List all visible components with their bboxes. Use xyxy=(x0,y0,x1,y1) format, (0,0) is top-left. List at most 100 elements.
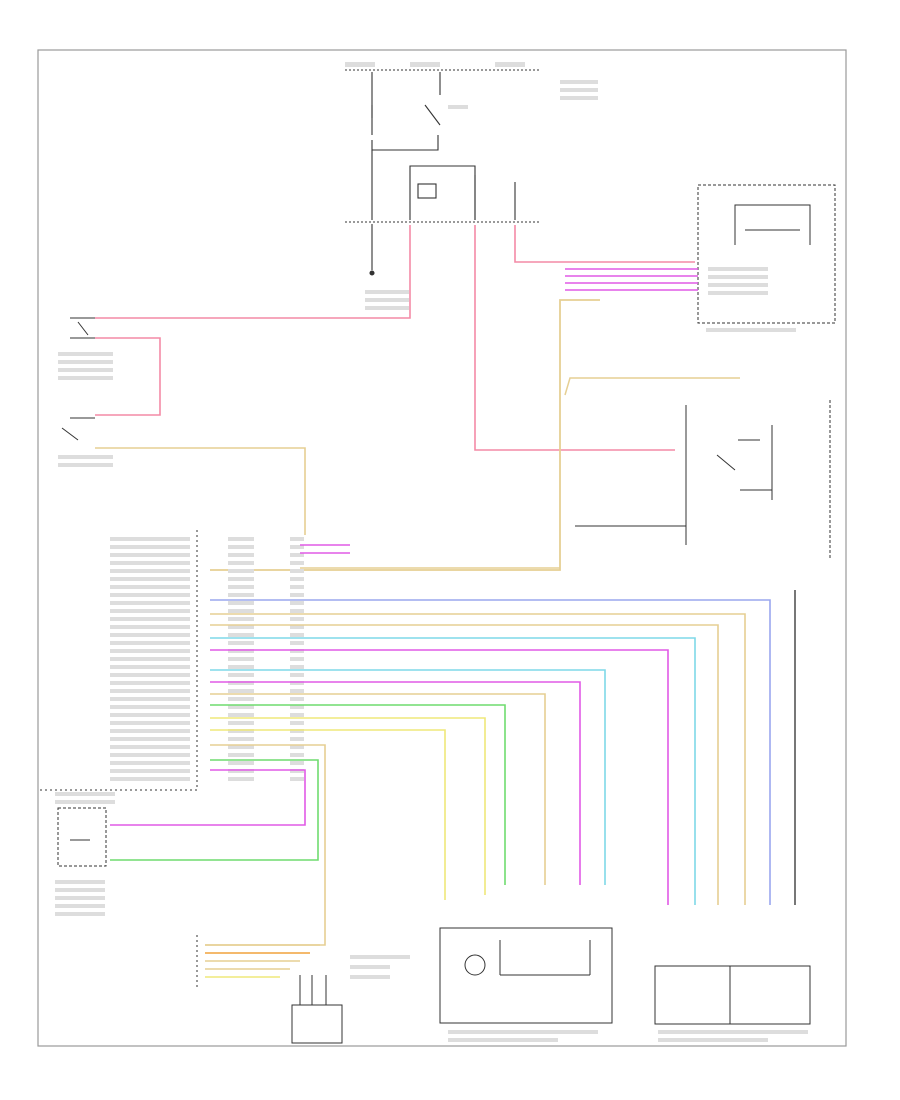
ebcm-box xyxy=(196,935,343,1044)
tan-wire-long xyxy=(210,299,600,571)
ecm-pin-label xyxy=(110,761,190,765)
ecm-circuit-label xyxy=(290,649,304,653)
ecm-circuit-label xyxy=(290,697,304,701)
accelerator-pedal-sensor xyxy=(654,965,811,1025)
ecm-wire-color-label xyxy=(228,737,254,741)
ecm-wire-color-label xyxy=(228,585,254,589)
throttle-assembly xyxy=(439,927,613,1024)
ecm-pin-label xyxy=(110,769,190,773)
ecm-pin-label xyxy=(110,737,190,741)
ecm-wire-color-label xyxy=(228,617,254,621)
ecm-pin-label xyxy=(110,697,190,701)
ecm-circuit-label xyxy=(290,593,304,597)
ecm-wire-color-label xyxy=(228,761,254,765)
tan-wire-clutch xyxy=(95,447,306,535)
ecm-pin-label xyxy=(110,689,190,693)
ecm-circuit-label xyxy=(290,665,304,669)
diagram-frame xyxy=(37,49,847,1047)
ecm-pin-label xyxy=(110,545,190,549)
ecm-circuit-label xyxy=(290,777,304,781)
ecm-pin-label xyxy=(110,777,190,781)
cluster-wires xyxy=(565,268,698,291)
ecm-wire-color-label xyxy=(228,601,254,605)
ecm-circuit-label xyxy=(290,713,304,717)
ecm-wire-color-label xyxy=(228,649,254,653)
ecm-wire-color-label xyxy=(228,689,254,693)
instrument-cluster xyxy=(697,184,836,324)
ecm-pin-label xyxy=(110,633,190,637)
ecm-wire-color-label xyxy=(228,745,254,749)
vehicle-speed-sensor xyxy=(57,807,107,867)
ecm-circuit-label xyxy=(290,761,304,765)
ecm-pin-label xyxy=(110,569,190,573)
ecm-wire-color-label xyxy=(228,769,254,773)
ecm-circuit-label xyxy=(290,601,304,605)
ecm-circuit-label xyxy=(290,673,304,677)
cruise-switch xyxy=(575,400,831,560)
ecm-pin-label xyxy=(110,593,190,597)
ecm-pin-label xyxy=(110,561,190,565)
fuse-block-top xyxy=(345,69,540,276)
cluster-labels xyxy=(706,267,796,332)
left-labels xyxy=(58,352,113,467)
ecm-pin-label xyxy=(110,585,190,589)
ecm-circuit-label xyxy=(290,553,304,557)
ecm-wire-color-label xyxy=(228,777,254,781)
ecm-wire-color-label xyxy=(228,721,254,725)
ecm-circuit-label xyxy=(290,545,304,549)
ecm-pin-label xyxy=(110,625,190,629)
ecm-circuit-label xyxy=(290,769,304,773)
ecm-pin-label xyxy=(110,681,190,685)
ecm-wire-color-label xyxy=(228,593,254,597)
ecm-circuit-label xyxy=(290,625,304,629)
ecm-pin-label xyxy=(110,553,190,557)
ecm-circuit-label xyxy=(290,729,304,733)
ecm-wire-color-label xyxy=(228,537,254,541)
ecm-circuit-label xyxy=(290,737,304,741)
ecm-wire-color-label xyxy=(228,625,254,629)
ecm-wire-color-label xyxy=(228,641,254,645)
ecm-wire-color-label xyxy=(228,729,254,733)
vss-labels xyxy=(55,792,115,916)
ecm-connector xyxy=(40,530,198,791)
ecm-pin-label xyxy=(110,609,190,613)
ecm-circuit-label xyxy=(290,745,304,749)
ecm-wire-color-label xyxy=(228,569,254,573)
ecm-circuit-label xyxy=(290,609,304,613)
ecm-pin-label xyxy=(110,673,190,677)
ecm-pin-label xyxy=(110,617,190,621)
pink-wires xyxy=(95,225,695,451)
ebcm-wires xyxy=(205,944,320,978)
ecm-wire-color-label xyxy=(228,681,254,685)
ecm-pin-label xyxy=(110,745,190,749)
top-small-labels xyxy=(345,62,598,310)
ecm-circuit-label xyxy=(290,633,304,637)
ecm-circuit-label xyxy=(290,753,304,757)
ecm-pin-label xyxy=(110,601,190,605)
ecm-wire-color-label xyxy=(228,713,254,717)
ecm-pin-label xyxy=(110,713,190,717)
ecm-wire-color-label xyxy=(228,609,254,613)
ecm-pin-label xyxy=(110,705,190,709)
ecm-pin-label xyxy=(110,577,190,581)
ecm-pin-label xyxy=(110,537,190,541)
ecm-circuit-label xyxy=(290,537,304,541)
ecm-pin-label xyxy=(110,649,190,653)
ecm-wire-color-label xyxy=(228,657,254,661)
ecm-pin-label xyxy=(110,729,190,733)
ecm-wire-color-label xyxy=(228,553,254,557)
ecm-circuit-label xyxy=(290,705,304,709)
ecm-pin-labels xyxy=(110,537,304,781)
tan-wire-speed xyxy=(564,377,740,396)
ecm-pin-label xyxy=(110,753,190,757)
ecm-pin-label xyxy=(110,657,190,661)
ecm-wire-color-label xyxy=(228,673,254,677)
ecm-wire-color-label xyxy=(228,545,254,549)
ecm-circuit-label xyxy=(290,585,304,589)
ecm-wire-color-label xyxy=(228,753,254,757)
ecm-circuit-label xyxy=(290,569,304,573)
ecm-circuit-label xyxy=(290,561,304,565)
ecm-circuit-label xyxy=(290,641,304,645)
ecm-pin-label xyxy=(110,665,190,669)
